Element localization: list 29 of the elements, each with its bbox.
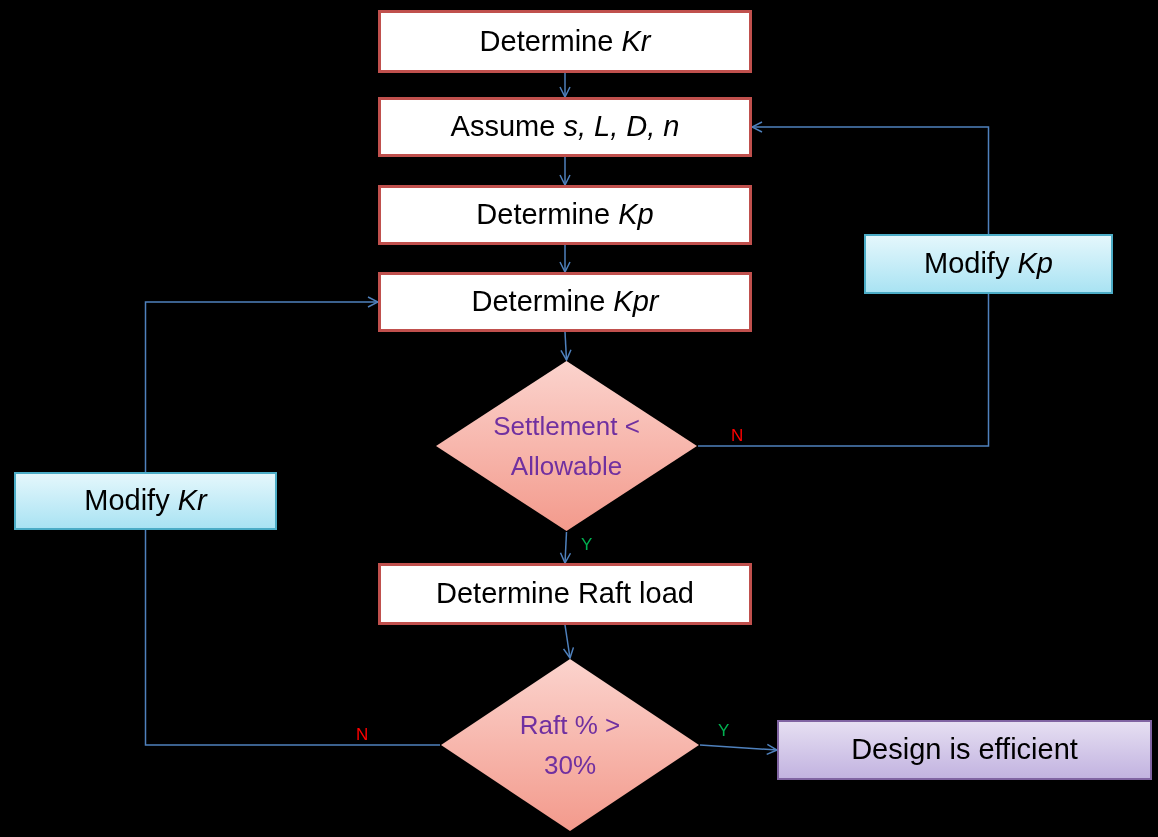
arrow bbox=[559, 244, 571, 273]
arrow bbox=[751, 121, 990, 235]
connector-line bbox=[144, 529, 441, 746]
connector-line bbox=[697, 293, 990, 447]
process-box bbox=[378, 97, 752, 157]
arrow bbox=[144, 296, 379, 473]
decision-label: Settlement < Allowable bbox=[492, 410, 641, 483]
arrow bbox=[699, 743, 778, 756]
box-label: Determine Kr bbox=[479, 23, 651, 59]
box-label: Design is efficient bbox=[851, 732, 1078, 768]
arrow bbox=[562, 624, 575, 659]
modify-box bbox=[14, 472, 277, 530]
arrow bbox=[559, 156, 571, 186]
box-label: Modify Kp bbox=[924, 246, 1053, 282]
arrow bbox=[560, 331, 572, 361]
box-label: Determine Raft load bbox=[436, 576, 694, 612]
box-label: Determine Kpr bbox=[471, 284, 659, 320]
arrow bbox=[559, 531, 572, 564]
box-label: Assume s, L, D, n bbox=[450, 109, 680, 145]
process-box bbox=[378, 272, 752, 332]
box-label: Modify Kr bbox=[84, 483, 207, 519]
process-box bbox=[378, 10, 752, 73]
process-box bbox=[378, 563, 752, 625]
decision-label: Raft % > 30% bbox=[518, 709, 622, 782]
result-box bbox=[777, 720, 1152, 780]
arrow bbox=[559, 72, 571, 98]
modify-box bbox=[864, 234, 1113, 294]
box-label: Determine Kp bbox=[476, 197, 654, 233]
process-box bbox=[378, 185, 752, 245]
